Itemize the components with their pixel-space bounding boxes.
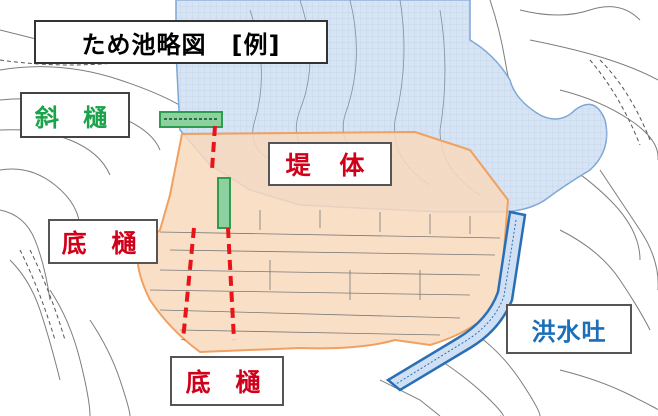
sokohi-label-lower: 底 樋 [170,356,284,406]
sokohi-label-upper: 底 樋 [48,219,158,264]
shahi-pipe [159,111,231,229]
map-title: ため池略図 [例] [34,20,328,64]
road-dashes [0,59,651,341]
sokohi-pipe [181,125,236,341]
kozui-label: 洪水吐 [506,304,632,354]
shahi-label: 斜 樋 [20,92,130,138]
embankment-markings [149,210,501,336]
teitai-label: 堤 体 [268,142,392,186]
